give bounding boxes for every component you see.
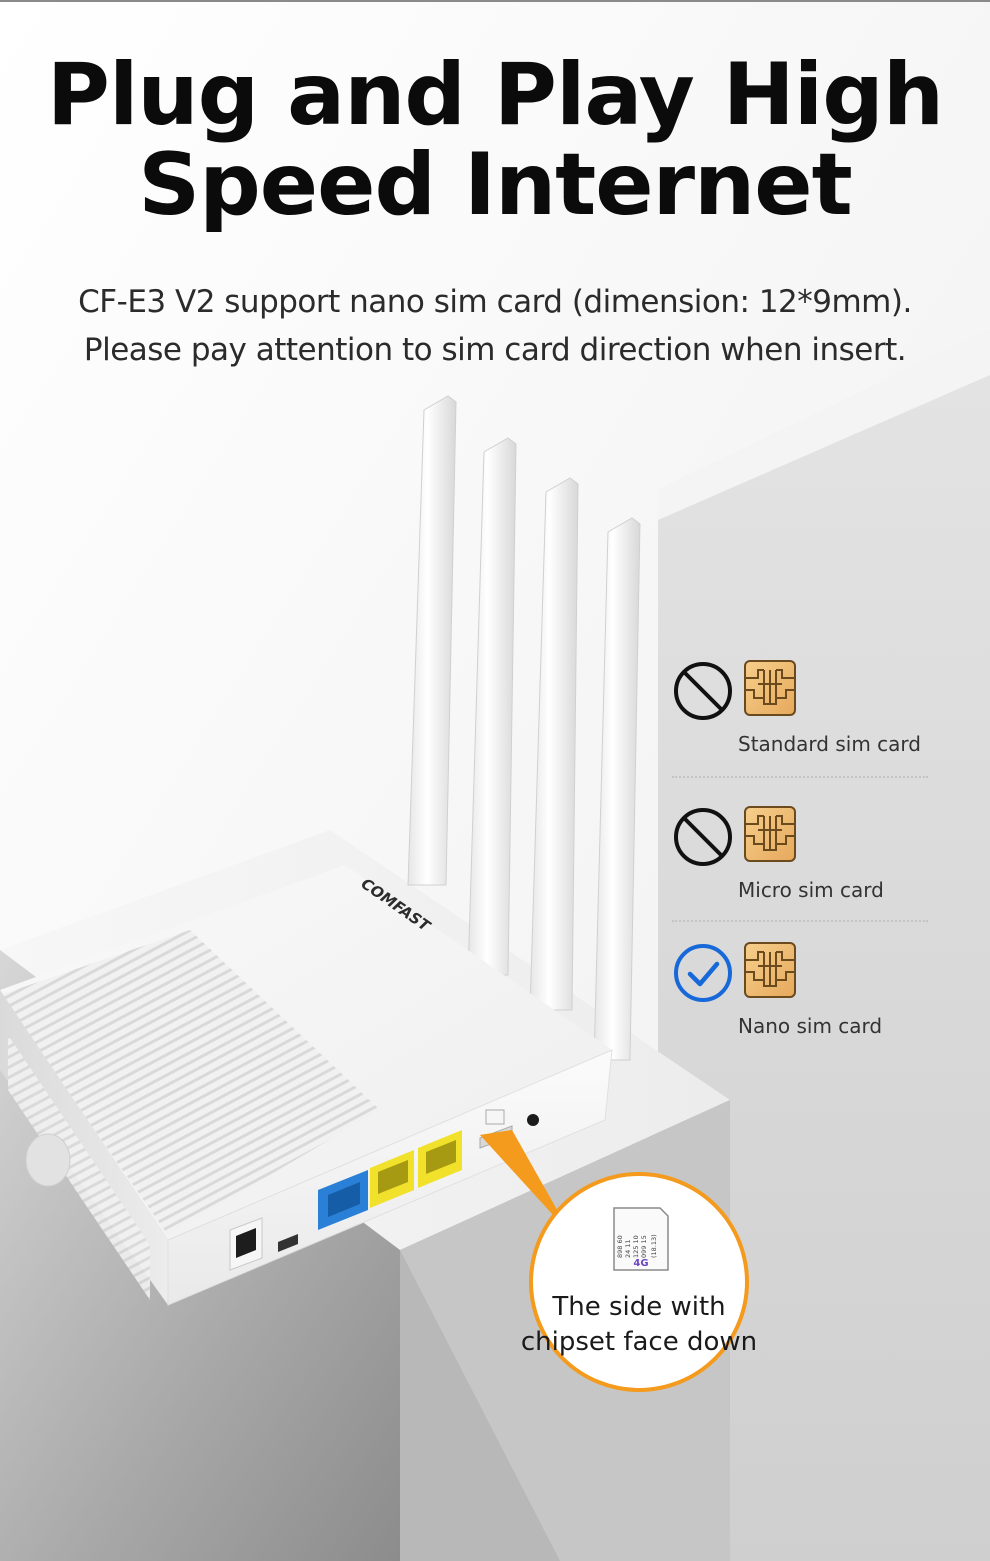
prohibited-icon bbox=[674, 808, 732, 866]
callout-line-2: chipset face down bbox=[520, 1327, 758, 1357]
sim-option-nano: Nano sim card bbox=[672, 942, 928, 1062]
subtitle-line-2: Please pay attention to sim card directi… bbox=[83, 332, 907, 368]
router: COMFAST bbox=[0, 865, 613, 1306]
sim-option-standard: Standard sim card bbox=[672, 660, 928, 780]
divider bbox=[672, 920, 928, 922]
subtitle-line-1: CF-E3 V2 support nano sim card (dimensio… bbox=[78, 284, 912, 320]
callout-caption: The side with chipset face down bbox=[506, 1290, 772, 1360]
svg-text:099 15: 099 15 bbox=[640, 1235, 648, 1258]
sim-option-micro: Micro sim card bbox=[672, 806, 928, 926]
svg-text:898 60: 898 60 bbox=[616, 1235, 624, 1258]
sim-option-label: Micro sim card bbox=[738, 878, 884, 902]
sim-option-label: Nano sim card bbox=[738, 1014, 883, 1038]
antennas bbox=[407, 395, 641, 1061]
callout-line-1: The side with bbox=[552, 1292, 726, 1322]
svg-text:24 11: 24 11 bbox=[624, 1239, 632, 1258]
nano-sim-illustration: 898 60 24 11 125 10 099 15 (18.13) 4G bbox=[613, 1207, 669, 1271]
title-line-2: Speed Internet bbox=[138, 135, 852, 235]
sim-chip-icon bbox=[744, 806, 796, 862]
page-title: Plug and Play High Speed Internet bbox=[0, 50, 990, 230]
sim-option-label: Standard sim card bbox=[738, 732, 921, 756]
sim-chip-icon bbox=[744, 660, 796, 716]
title-line-1: Plug and Play High bbox=[46, 45, 944, 145]
sim-chip-icon bbox=[744, 942, 796, 998]
checkmark-icon bbox=[674, 944, 732, 1002]
callout-circle bbox=[529, 1172, 749, 1392]
svg-text:4G: 4G bbox=[633, 1258, 648, 1269]
prohibited-icon bbox=[674, 662, 732, 720]
svg-text:(18.13): (18.13) bbox=[650, 1234, 658, 1258]
svg-text:125 10: 125 10 bbox=[632, 1235, 640, 1258]
divider bbox=[672, 776, 928, 778]
page-subtitle: CF-E3 V2 support nano sim card (dimensio… bbox=[0, 278, 990, 374]
